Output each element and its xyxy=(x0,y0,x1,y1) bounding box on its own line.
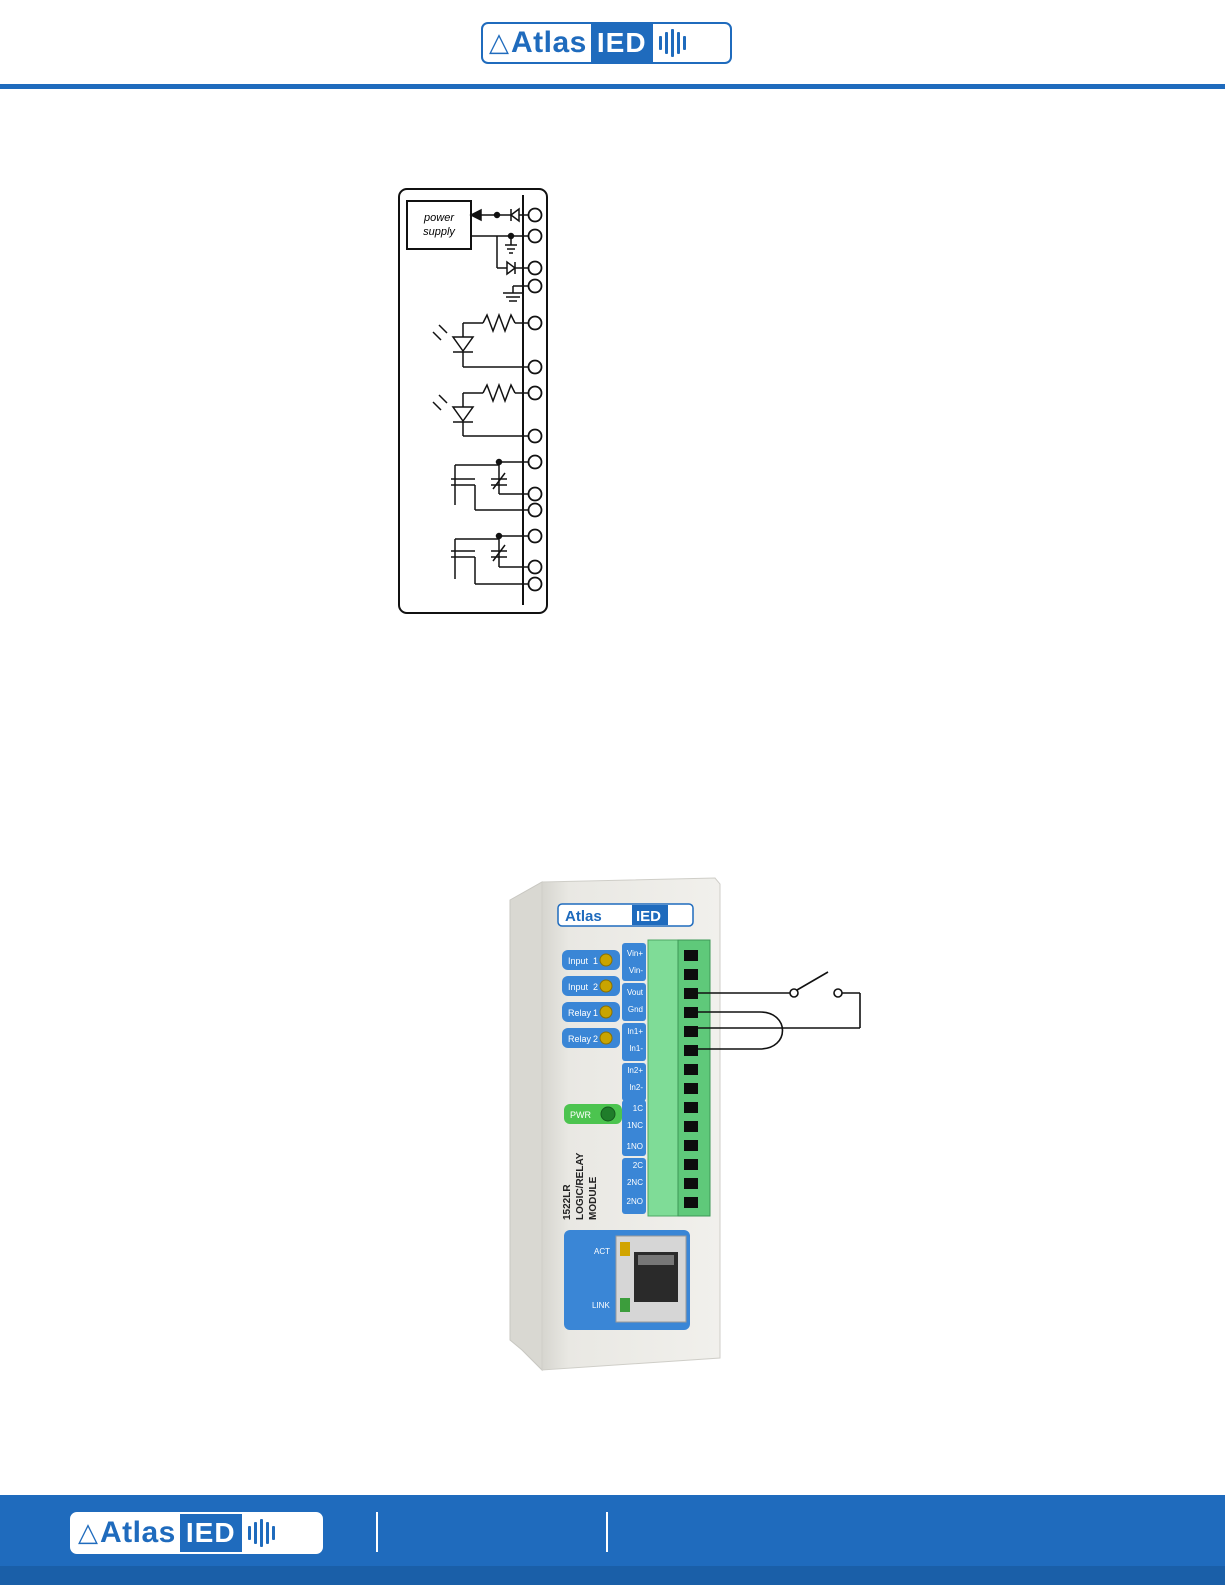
terminal-label: In2+ xyxy=(627,1066,643,1075)
led-relay-2-num: 2 xyxy=(593,1034,598,1044)
terminal-label: Vin- xyxy=(629,966,643,975)
terminal xyxy=(529,317,542,330)
led-input-1-label: Input xyxy=(568,956,589,966)
led-relay-2-label: Relay xyxy=(568,1034,592,1044)
terminal xyxy=(529,387,542,400)
terminal-label: 1NC xyxy=(627,1121,643,1130)
led-relay-1-label: Relay xyxy=(568,1008,592,1018)
terminal-label: In2- xyxy=(629,1083,643,1092)
logo-text-atlas: Atlas xyxy=(509,26,591,60)
act-led xyxy=(620,1242,630,1256)
atlasied-logo: △ Atlas IED xyxy=(481,22,732,64)
terminal xyxy=(529,361,542,374)
atlas-globe-icon: △ xyxy=(72,1518,98,1548)
terminal xyxy=(529,262,542,275)
device-logo-ied: IED xyxy=(636,908,661,925)
atlas-globe-icon: △ xyxy=(483,28,509,58)
footer-bottom-band xyxy=(0,1566,1225,1585)
terminal xyxy=(529,430,542,443)
pwr-lamp xyxy=(601,1107,615,1121)
device-logo-atlas: Atlas xyxy=(565,908,602,925)
model-line-3: MODULE xyxy=(588,1176,599,1220)
footer-divider xyxy=(376,1512,378,1552)
led-input-1-lamp xyxy=(600,954,612,966)
link-label: LINK xyxy=(592,1301,610,1310)
power-supply-label-2: supply xyxy=(423,226,456,238)
terminal xyxy=(529,504,542,517)
pwr-label: PWR xyxy=(570,1110,591,1120)
terminal-label: 2NC xyxy=(627,1178,643,1187)
model-line-1: 1522LR xyxy=(562,1184,573,1220)
terminal-label: 1NO xyxy=(627,1142,643,1151)
footer-divider xyxy=(606,1512,608,1552)
terminal xyxy=(529,230,542,243)
atlasied-footer-logo: △ Atlas IED xyxy=(70,1512,323,1554)
terminal-label: In1- xyxy=(629,1044,643,1053)
led-relay-1-lamp xyxy=(600,1006,612,1018)
link-led xyxy=(620,1298,630,1312)
act-label: ACT xyxy=(594,1247,610,1256)
led-relay-1-num: 1 xyxy=(593,1008,598,1018)
terminal-label: 1C xyxy=(633,1104,643,1113)
logo-text-ied: IED xyxy=(180,1514,242,1552)
sound-bars-icon xyxy=(653,24,692,62)
terminal xyxy=(529,488,542,501)
led-input-2-num: 2 xyxy=(593,982,598,992)
terminal-label: 2C xyxy=(633,1161,643,1170)
led-input-1-num: 1 xyxy=(593,956,598,966)
external-wiring xyxy=(698,972,860,1049)
header-rule xyxy=(0,84,1225,89)
power-supply-label-1: power xyxy=(423,212,455,224)
model-line-2: LOGIC/RELAY xyxy=(575,1152,586,1220)
terminal xyxy=(529,209,542,222)
terminal-label: Gnd xyxy=(628,1005,643,1014)
logo-text-atlas: Atlas xyxy=(98,1516,180,1550)
logic-relay-module-device: Atlas IED Input 1 Input 2 Relay 1 Relay … xyxy=(470,870,890,1390)
led-relay-2-lamp xyxy=(600,1032,612,1044)
terminal xyxy=(529,561,542,574)
terminal xyxy=(529,530,542,543)
terminal xyxy=(529,456,542,469)
schematic-outline xyxy=(399,189,547,613)
logo-text-ied: IED xyxy=(591,24,653,62)
terminal-label: Vin+ xyxy=(627,949,643,958)
power-supply-box xyxy=(407,201,471,249)
terminal-label: 2NO xyxy=(627,1197,643,1206)
terminal xyxy=(529,578,542,591)
terminal-block-right xyxy=(678,940,710,1216)
terminal-block-left xyxy=(648,940,680,1216)
wiring-schematic: power supply xyxy=(395,185,555,620)
terminal xyxy=(529,280,542,293)
led-input-2-lamp xyxy=(600,980,612,992)
sound-bars-icon xyxy=(242,1514,281,1552)
terminal-label: Vout xyxy=(627,988,644,997)
terminal-label: In1+ xyxy=(627,1027,643,1036)
led-input-2-label: Input xyxy=(568,982,589,992)
